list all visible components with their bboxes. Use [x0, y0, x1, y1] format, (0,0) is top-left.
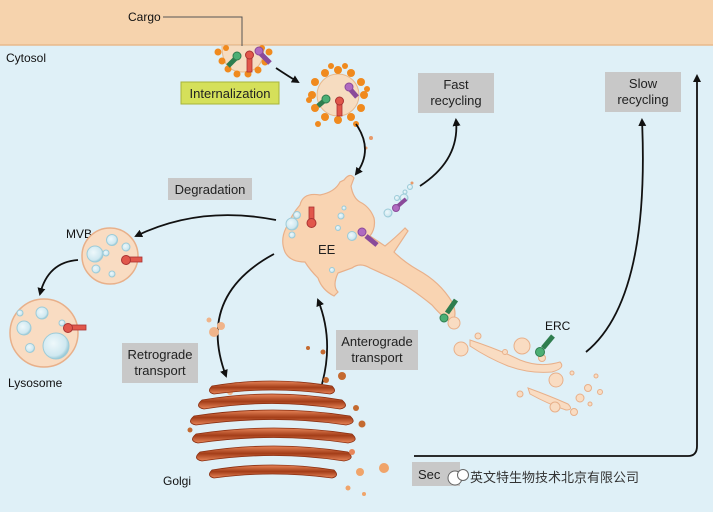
golgi-apparatus — [187, 380, 366, 479]
anterograde-arrow — [316, 298, 329, 385]
retrograde-box — [122, 343, 198, 383]
secretion-label: Sec — [418, 467, 441, 482]
fast-recycling-box — [418, 73, 494, 113]
anterograde-box — [336, 330, 418, 370]
multivesicular-body — [81, 227, 143, 285]
cargo-receptor-green-icon — [226, 51, 242, 68]
early-endosome — [282, 174, 459, 323]
lysosome — [9, 298, 87, 368]
vesicle-receptor-green-icon — [316, 94, 331, 108]
fast-recycling-label-1: Fast — [443, 77, 469, 92]
vesicle-receptor-red-icon — [335, 96, 344, 117]
slow-recycling-arrow — [585, 118, 647, 353]
retrograde-arrow — [216, 253, 275, 378]
cargo-label: Cargo — [128, 10, 161, 24]
anterograde-label-1: Anterograde — [341, 334, 413, 349]
erc-receptor-green-icon — [535, 334, 555, 357]
internalization-label: Internalization — [190, 86, 271, 101]
secretion-arrow — [414, 74, 701, 457]
watermark-text: 英文特生物技术北京有限公司 — [470, 470, 639, 485]
coated-vesicle — [306, 63, 370, 127]
vesicle-to-ee-arrow — [354, 123, 366, 176]
degradation-box — [168, 178, 252, 200]
extracellular-region — [0, 0, 713, 45]
watermark: 英文特生物技术北京有限公司 — [447, 469, 639, 486]
mvb-label: MVB — [66, 227, 92, 241]
internalization-arrow — [275, 67, 300, 84]
retrograde-label-1: Retrograde — [127, 347, 192, 362]
golgi-label: Golgi — [163, 474, 191, 488]
slow-recycling-box — [605, 72, 681, 112]
endocytic-recycling-compartment — [447, 316, 603, 416]
degradation-arrow — [134, 214, 277, 237]
fast-recycling-arrow — [419, 118, 461, 187]
fast-recycling-vesicles — [383, 181, 414, 218]
internalization-box — [180, 81, 280, 105]
degradation-label: Degradation — [175, 182, 246, 197]
fast-recycling-label-2: recycling — [430, 93, 481, 108]
anterograde-label-2: transport — [351, 350, 403, 365]
lysosome-receptor-icon — [63, 323, 87, 333]
ee-receptor-green-icon — [439, 298, 459, 323]
secretory-vesicles — [345, 463, 389, 496]
cargo-pointer — [163, 16, 243, 46]
coated-pit — [214, 45, 273, 78]
slow-recycling-label-2: recycling — [617, 92, 668, 107]
fast-recycling-receptor-icon — [392, 197, 408, 212]
cargo-receptor-purple-icon — [254, 46, 272, 65]
erc-label: ERC — [545, 319, 571, 333]
retrograde-label-2: transport — [134, 363, 186, 378]
mvb-receptor-icon — [121, 255, 143, 265]
anterograde-vesicles — [306, 346, 346, 383]
ee-label: EE — [318, 242, 336, 257]
lysosome-label: Lysosome — [8, 376, 63, 390]
ee-receptor-purple-icon — [357, 227, 379, 247]
mvb-to-lysosome-arrow — [37, 259, 79, 296]
slow-recycling-label-1: Slow — [629, 76, 658, 91]
ee-receptor-red-icon — [306, 206, 317, 228]
cytosol-label: Cytosol — [6, 51, 46, 65]
cargo-receptor-red-icon — [245, 50, 254, 73]
vesicle-receptor-purple-icon — [344, 82, 359, 99]
